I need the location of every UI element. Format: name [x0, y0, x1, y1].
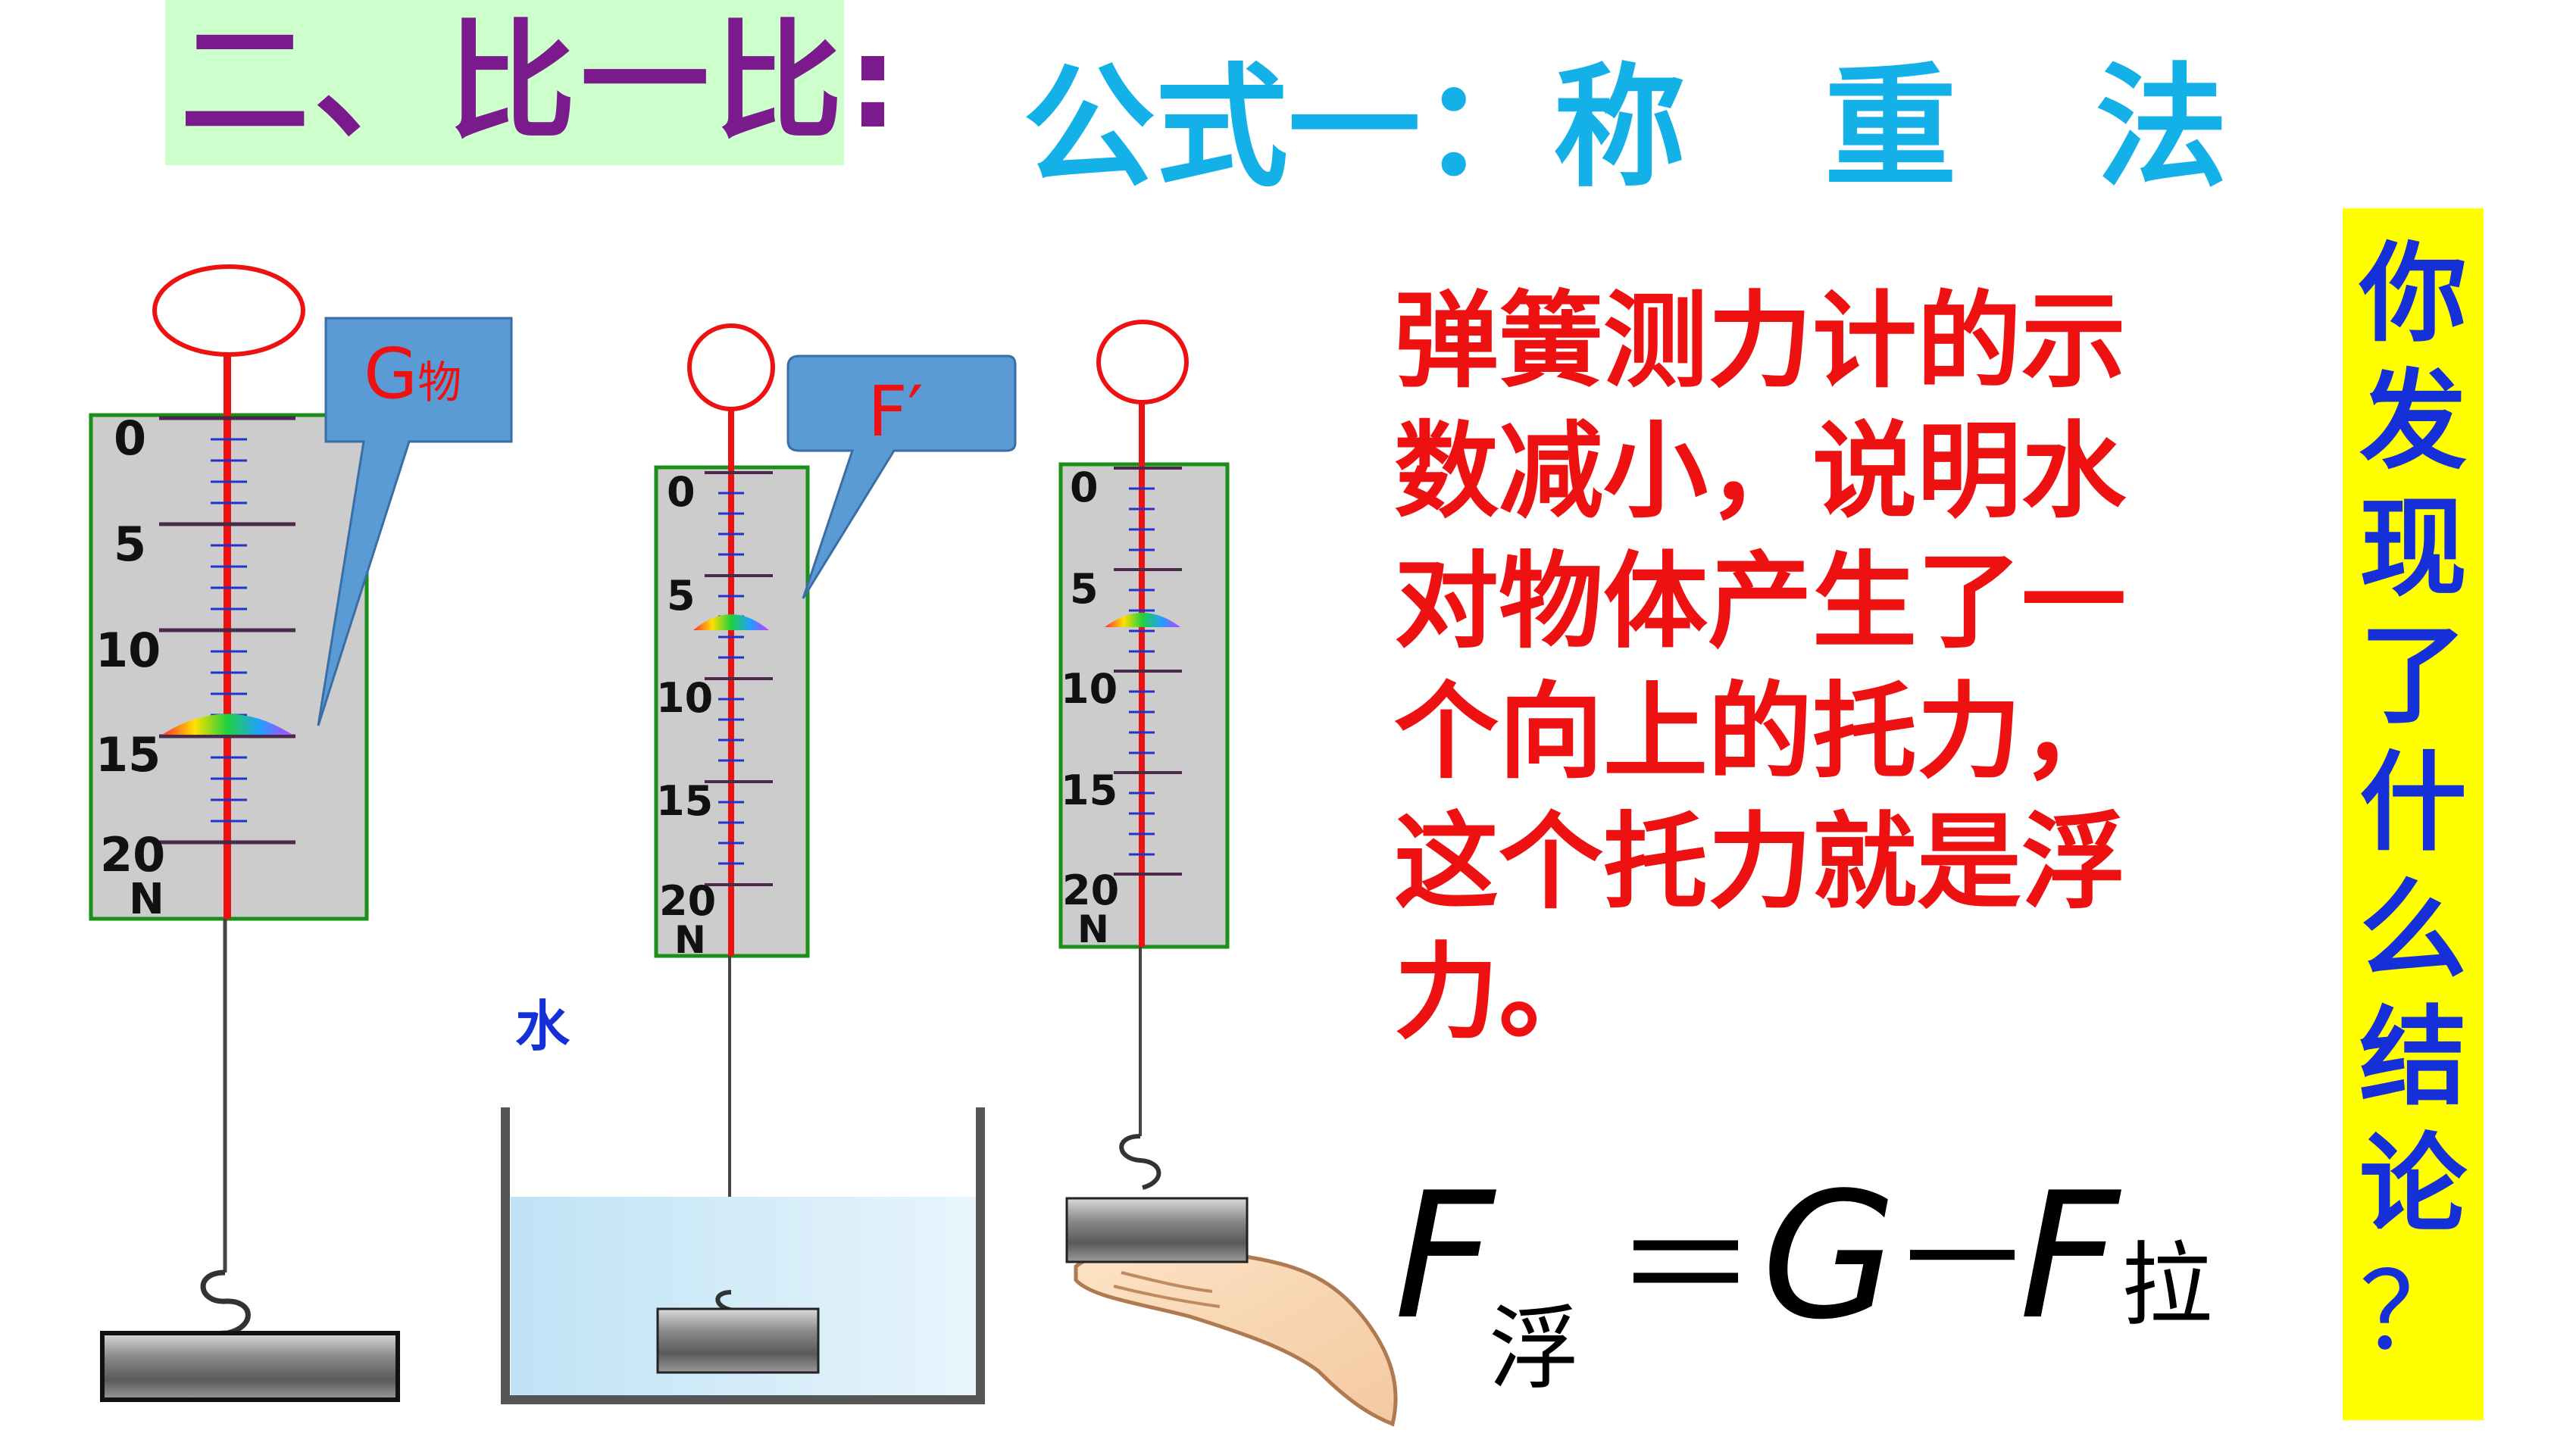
tick-label: 5 — [1070, 565, 1099, 613]
tick-label: 5 — [114, 517, 146, 572]
scale-pointer — [162, 714, 292, 735]
hook — [200, 1269, 251, 1336]
spring-scale-water: 0 5 10 15 20 N — [654, 323, 810, 1294]
water-tank — [501, 1107, 985, 1404]
formula-f-pull: F — [2019, 1156, 2121, 1358]
hand-with-block — [1065, 1197, 1398, 1427]
tick-label: 10 — [656, 674, 713, 722]
metal-block — [656, 1307, 820, 1374]
weight-callout: G物 — [317, 317, 513, 726]
slide-title: 二、比一比: — [180, 8, 903, 158]
finger-lines — [1113, 1271, 1221, 1308]
tank-walls — [501, 1107, 985, 1404]
formula-heading: 公式一：称 重 法 — [1023, 52, 2228, 205]
unit-label: N — [674, 918, 706, 962]
formula-equals: ＝ — [1614, 1183, 1758, 1351]
metal-block — [100, 1331, 400, 1402]
buoyancy-formula: F 浮 ＝ G － F 拉 — [1394, 1156, 2212, 1402]
callout-label: G物 — [364, 333, 461, 414]
formula-sub-pull: 拉 — [2121, 1233, 2212, 1338]
water-label: 水 — [515, 995, 571, 1058]
tick-label: 10 — [95, 623, 161, 678]
tick-label: 15 — [95, 727, 161, 782]
metal-block — [1065, 1197, 1249, 1263]
question-words: 你发现了什么结论 — [2359, 232, 2467, 1248]
tick-label: 0 — [1070, 464, 1099, 511]
spring-scale-air: 0 5 10 15 20 N — [89, 264, 400, 1402]
formula-minus: － — [1890, 1176, 2034, 1343]
scale-pointer — [1105, 613, 1180, 627]
scale-ring — [687, 323, 775, 411]
title-box: 二、比一比: — [165, 0, 903, 165]
unit-label: N — [1077, 907, 1109, 951]
tick-label: 0 — [667, 468, 696, 516]
scale-ring — [152, 264, 305, 357]
tick-label: 15 — [1061, 767, 1118, 814]
scale-ticks — [159, 416, 295, 845]
formula-sub-buoyant: 浮 — [1489, 1297, 1580, 1402]
question-text: 你发现了什么结论 ？ — [2343, 231, 2484, 1376]
tick-label: 0 — [114, 411, 146, 466]
tick-label: 20 — [100, 827, 165, 882]
tick-label: 15 — [656, 777, 713, 825]
callout-bubble — [786, 354, 1017, 599]
scale-pointer — [693, 614, 769, 630]
tick-label: 20 — [659, 877, 716, 925]
hook — [1119, 1134, 1161, 1190]
formula-g: G — [1762, 1156, 1896, 1358]
tick-label: 10 — [1061, 665, 1118, 713]
formula-f-buoyant: F — [1394, 1156, 1496, 1358]
explanation-text: 弹簧测力计的示数减小，说明水对物体产生了一个向上的托力，这个托力就是浮力。 — [1394, 280, 2127, 1054]
spring-scale-hand: 0 5 10 15 20 N — [1058, 320, 1230, 1190]
unit-label: N — [129, 875, 164, 924]
tick-label: 20 — [1062, 867, 1119, 914]
scale-ring — [1096, 320, 1189, 404]
callout-bubble — [317, 317, 513, 726]
tick-label: 5 — [667, 572, 696, 620]
callout-label: F′ — [868, 371, 924, 452]
question-box: 你发现了什么结论 ？ — [2343, 208, 2484, 1420]
scale-ticks — [1114, 467, 1182, 876]
question-mark: ？ — [2359, 1250, 2467, 1375]
reading-callout: F′ — [786, 354, 1017, 599]
